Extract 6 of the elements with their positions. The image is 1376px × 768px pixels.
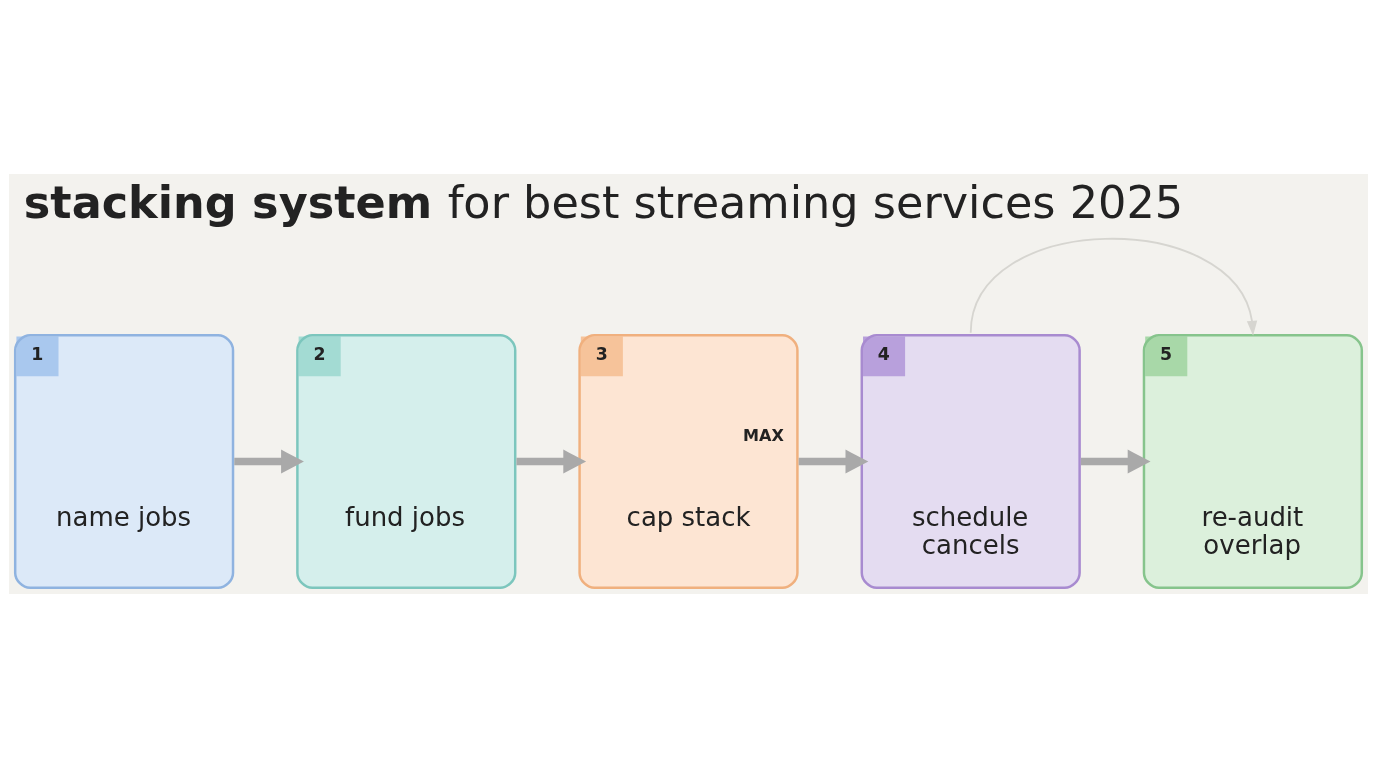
diagram-title: stacking system for best streaming services 2025 <box>23 177 1183 230</box>
arrow <box>233 449 304 474</box>
arrow <box>1080 449 1151 474</box>
arrow <box>969 237 1257 336</box>
arrow <box>516 449 586 474</box>
arrow <box>798 449 868 474</box>
